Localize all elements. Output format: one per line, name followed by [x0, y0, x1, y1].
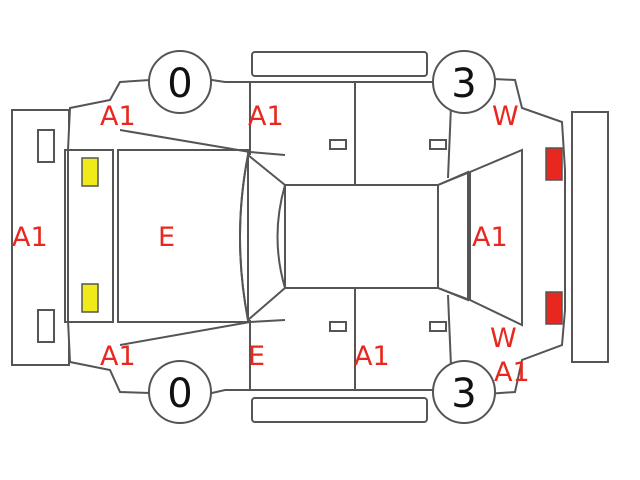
tire-front-right: 0 [148, 360, 212, 424]
damage-rear-panel: A1 [472, 222, 508, 253]
tire-rear-right-value: 3 [451, 371, 476, 417]
damage-top-front-fender: A1 [100, 101, 136, 132]
damage-bottom-rear-door: A1 [354, 341, 390, 372]
windshield [239, 154, 286, 321]
front-lamp-bottom [81, 283, 99, 313]
roof-panel [284, 184, 439, 289]
damage-bottom-rear-quarter-a: A1 [494, 357, 530, 388]
tire-rear-left: 3 [432, 50, 496, 114]
tire-front-left-value: 0 [167, 61, 192, 107]
bottom-side-skirt [251, 397, 428, 423]
front-grille [64, 149, 114, 323]
damage-top-rear-quarter: W [492, 101, 519, 132]
damage-bottom-front-door: E [248, 341, 265, 372]
damage-top-front-door: A1 [248, 101, 284, 132]
front-lamp-top [81, 157, 99, 187]
tire-rear-right: 3 [432, 360, 496, 424]
top-rear-door-handle [429, 139, 447, 150]
damage-hood: E [158, 222, 175, 253]
bottom-front-door-handle [329, 321, 347, 332]
rear-lamp-top [545, 147, 563, 181]
tire-front-right-value: 0 [167, 371, 192, 417]
rear-bumper [571, 111, 609, 363]
hood-panel [117, 149, 249, 323]
top-body-crease [119, 129, 286, 156]
front-bumper-slot-top [37, 129, 55, 163]
trunk-lid [469, 148, 523, 327]
damage-front-bumper: A1 [12, 222, 48, 253]
damage-bottom-rear-quarter-w: W [490, 323, 517, 354]
rear-lamp-bottom [545, 291, 563, 325]
rear-window-lines [437, 171, 471, 301]
top-side-skirt [251, 51, 428, 77]
bottom-rear-door-handle [429, 321, 447, 332]
front-bumper-slot-bottom [37, 309, 55, 343]
bottom-body-crease [119, 319, 286, 346]
top-front-door-handle [329, 139, 347, 150]
tire-front-left: 0 [148, 50, 212, 114]
damage-bottom-front-fender: A1 [100, 341, 136, 372]
tire-rear-left-value: 3 [451, 61, 476, 107]
